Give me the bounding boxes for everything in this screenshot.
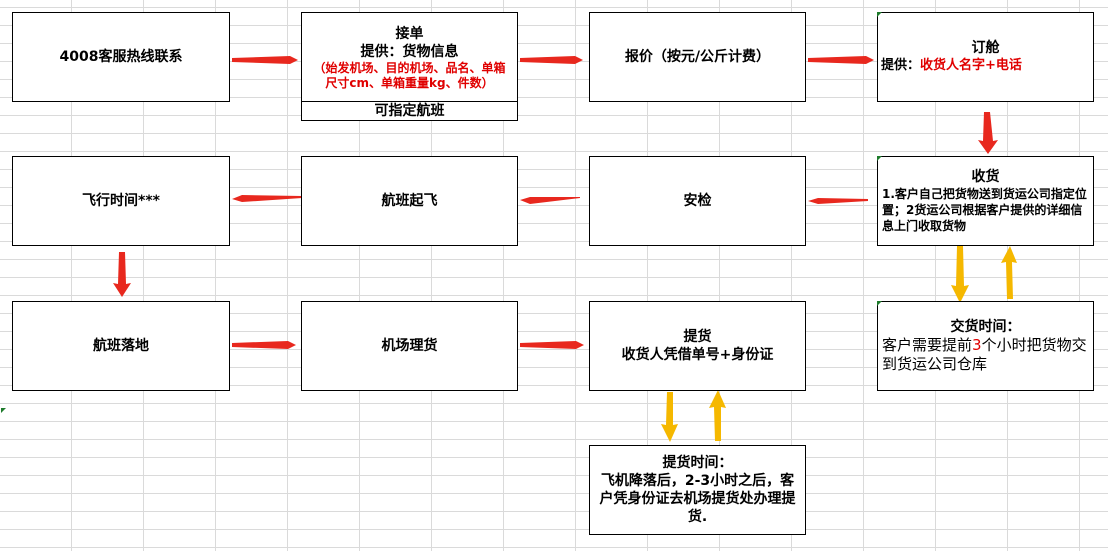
pickup-time-title: 提货时间： bbox=[662, 455, 733, 471]
booking-detail: 收货人名字+电话 bbox=[920, 58, 1022, 73]
pickup-title: 提货 bbox=[683, 329, 712, 345]
sorting-box: 机场理货 bbox=[301, 301, 518, 391]
delivery-time-pre: 客户需要提前 bbox=[882, 336, 973, 354]
arrow-deliverytime-to-receive bbox=[1001, 246, 1017, 299]
security-box: 安检 bbox=[589, 156, 806, 246]
delivery-time-box: 交货时间： 客户需要提前3个小时把货物交到货运公司仓库 bbox=[877, 301, 1094, 391]
hotline-title: 4008客服热线联系 bbox=[59, 49, 183, 65]
arrow-quote-to-booking bbox=[808, 56, 874, 64]
arrow-takeoff-to-flighttime bbox=[232, 195, 302, 202]
delivery-time-post: 个小时把货物交到货运公司仓库 bbox=[882, 336, 1087, 373]
receive-box: 收货 1.客户自己把货物送到货运公司指定位置；2货运公司根据客户提供的详细信息上… bbox=[877, 156, 1094, 246]
takeoff-box: 航班起飞 bbox=[301, 156, 518, 246]
cell-marker bbox=[1, 408, 6, 413]
security-title: 安检 bbox=[683, 193, 712, 209]
cell-marker bbox=[877, 12, 882, 17]
delivery-time-title: 交货时间： bbox=[950, 319, 1021, 335]
order-title: 接单 bbox=[395, 25, 424, 42]
delivery-time-text: 客户需要提前3个小时把货物交到货运公司仓库 bbox=[882, 336, 1089, 374]
arrow-flighttime-to-landing bbox=[113, 252, 131, 297]
quote-title: 报价（按元/公斤计费） bbox=[624, 49, 771, 65]
arrow-hotline-to-order bbox=[232, 56, 298, 64]
booking-box: 订舱 提供：收货人名字+电话 bbox=[877, 12, 1094, 102]
receive-detail: 1.客户自己把货物送到货运公司指定位置；2货运公司根据客户提供的详细信息上门收取… bbox=[882, 187, 1087, 233]
order-footer-box: 可指定航班 bbox=[301, 101, 518, 121]
landing-box: 航班落地 bbox=[12, 301, 230, 391]
booking-title: 订舱 bbox=[971, 40, 1000, 56]
order-provide-label: 提供：货物信息 bbox=[360, 43, 459, 60]
flight-time-box: 飞行时间*** bbox=[12, 156, 230, 246]
arrow-sorting-to-pickup bbox=[520, 341, 584, 349]
cell-marker bbox=[877, 301, 882, 306]
arrow-booking-to-receive bbox=[978, 112, 998, 154]
order-detail: （始发机场、目的机场、品名、单箱尺寸cm、单箱重量kg、件数） bbox=[313, 60, 506, 90]
booking-provide-label: 提供： bbox=[881, 58, 921, 73]
cell-marker bbox=[877, 156, 882, 161]
booking-detail-line: 提供：收货人名字+电话 bbox=[878, 57, 1022, 75]
delivery-time-hours: 3 bbox=[972, 336, 982, 354]
pickup-time-box: 提货时间： 飞机降落后，2-3小时之后，客户凭身份证去机场提货处办理提货. bbox=[589, 445, 806, 535]
quote-box: 报价（按元/公斤计费） bbox=[589, 12, 806, 102]
pickup-time-detail: 飞机降落后，2-3小时之后，客户凭身份证去机场提货处办理提货. bbox=[599, 473, 796, 525]
takeoff-title: 航班起飞 bbox=[381, 193, 438, 209]
landing-title: 航班落地 bbox=[93, 338, 149, 354]
order-box: 接单 提供：货物信息 （始发机场、目的机场、品名、单箱尺寸cm、单箱重量kg、件… bbox=[301, 12, 518, 103]
arrow-pickup-to-pickuptime bbox=[661, 392, 678, 442]
arrow-landing-to-sorting bbox=[232, 341, 296, 349]
arrow-pickuptime-to-pickup bbox=[709, 390, 726, 441]
arrow-receive-to-deliverytime bbox=[951, 246, 969, 303]
order-footer: 可指定航班 bbox=[374, 103, 445, 119]
arrow-receive-to-security bbox=[808, 198, 868, 204]
arrow-order-to-quote bbox=[520, 56, 583, 64]
arrow-security-to-takeoff bbox=[520, 197, 580, 204]
receive-title: 收货 bbox=[971, 169, 1000, 185]
sorting-title: 机场理货 bbox=[381, 338, 438, 354]
hotline-box: 4008客服热线联系 bbox=[12, 12, 230, 102]
flight-time-title: 飞行时间*** bbox=[82, 193, 160, 209]
pickup-detail: 收货人凭借单号+身份证 bbox=[621, 347, 774, 363]
pickup-box: 提货 收货人凭借单号+身份证 bbox=[589, 301, 806, 391]
